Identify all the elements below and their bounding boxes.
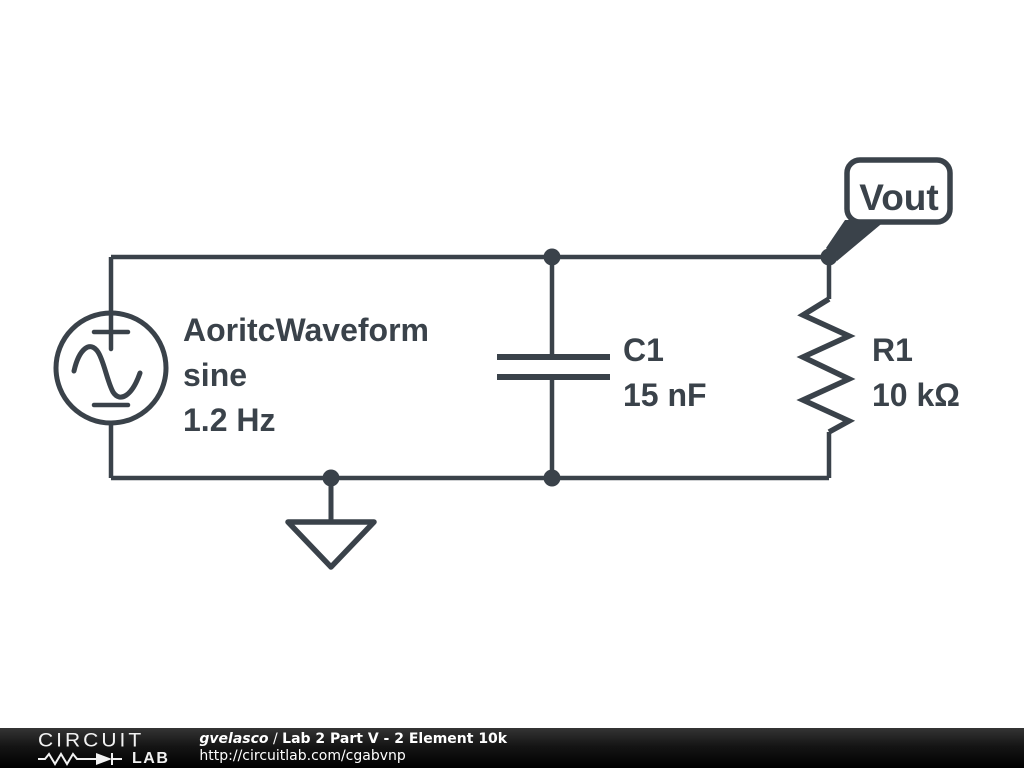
capacitor-value-label: 15 nF: [623, 377, 707, 413]
author-name: gvelasco: [199, 731, 269, 747]
schematic-title: Lab 2 Part V - 2 Element 10k: [282, 731, 508, 747]
resistor-zigzag: [796, 296, 856, 435]
plus-sign-icon: [91, 312, 131, 352]
resistor-diode-icon: [38, 751, 122, 766]
schematic-url: http://circuitlab.com/cgabvnp: [199, 748, 406, 764]
source-name-label: AoritcWaveform: [183, 312, 429, 348]
footer-bar: CIRCUIT LAB gvelasco / Lab 2 Part V - 2 …: [0, 728, 1024, 768]
node-dot: [543, 248, 561, 266]
source-waveform-label: sine: [183, 357, 247, 393]
net-flag-tail: [826, 220, 886, 261]
footer-title-line: gvelasco / Lab 2 Part V - 2 Element 10k: [199, 731, 507, 748]
voltage-source[interactable]: [53, 310, 169, 426]
ground-triangle-icon: [285, 519, 377, 570]
ground-symbol[interactable]: [285, 478, 377, 570]
net-flag-vout[interactable]: Vout: [826, 157, 953, 261]
net-flag-label: Vout: [859, 177, 938, 218]
capacitor[interactable]: [497, 354, 610, 380]
resistor-name-label: R1: [872, 332, 913, 368]
sine-wave-icon: [71, 344, 143, 400]
capacitor-name-label: C1: [623, 332, 664, 368]
byline-separator: /: [268, 731, 283, 747]
source-frequency-label: 1.2 Hz: [183, 402, 275, 438]
logo-lab-text: LAB: [132, 749, 170, 767]
net-flag-box: [844, 157, 953, 225]
node-dot: [543, 469, 561, 487]
node-dot: [322, 469, 340, 487]
footer-byline: gvelasco / Lab 2 Part V - 2 Element 10k …: [199, 731, 507, 765]
logo-circuit-text: CIRCUIT: [38, 729, 145, 751]
circuitlab-logo: CIRCUIT LAB: [38, 730, 169, 767]
resistor[interactable]: [796, 257, 856, 478]
resistor-value-label: 10 kΩ: [872, 377, 960, 413]
schematic-canvas: Vout AoritcWaveform sine 1.2 Hz C1 15 nF…: [53, 157, 960, 570]
